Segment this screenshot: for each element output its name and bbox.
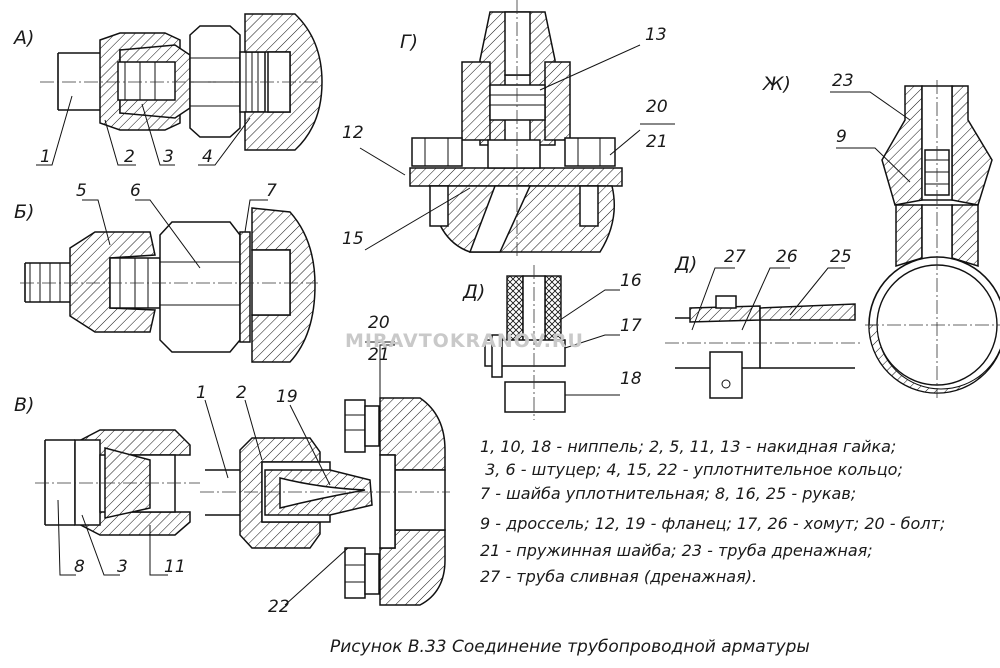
callout-g12: 12 bbox=[342, 123, 364, 143]
callout-v1: 1 bbox=[196, 383, 207, 403]
callout-b7: 7 bbox=[266, 181, 277, 201]
view-d-label: Д) bbox=[462, 281, 485, 303]
callout-v22: 22 bbox=[268, 597, 290, 617]
callout-d18: 18 bbox=[620, 369, 642, 389]
figure-caption: Рисунок В.33 Соединение трубопроводной а… bbox=[330, 637, 810, 657]
view-v-assembly: В) 8 3 11 1 bbox=[14, 313, 450, 617]
callout-g13: 13 bbox=[645, 25, 667, 45]
callout-v8: 8 bbox=[74, 557, 85, 577]
view-b-assembly: Б) 5 6 7 bbox=[14, 181, 318, 363]
callout-v2: 2 bbox=[236, 383, 247, 403]
callout-b6: 6 bbox=[130, 181, 141, 201]
callout-a3: 3 bbox=[163, 147, 174, 167]
legend-line-3: 7 - шайба уплотнительная; 8, 16, 25 - ру… bbox=[480, 484, 856, 503]
callout-g20: 20 bbox=[646, 97, 668, 117]
view-d-assembly: Д) 16 17 18 bbox=[462, 265, 642, 420]
view-a-label: А) bbox=[12, 27, 34, 49]
callout-z9: 9 bbox=[836, 127, 847, 147]
callout-e27: 27 bbox=[724, 247, 746, 267]
callout-g15: 15 bbox=[342, 229, 364, 249]
callout-g21: 21 bbox=[646, 132, 668, 152]
callout-v19: 19 bbox=[276, 387, 298, 407]
legend-line-5: 21 - пружинная шайба; 23 - труба дренажн… bbox=[480, 541, 873, 560]
callout-z23: 23 bbox=[832, 71, 854, 91]
callout-a4: 4 bbox=[202, 147, 213, 167]
legend-line-2: 3, 6 - штуцер; 4, 15, 22 - уплотнительно… bbox=[480, 460, 903, 479]
view-zh-label: Ж) bbox=[762, 73, 791, 95]
legend: 1, 10, 18 - ниппель; 2, 5, 11, 13 - наки… bbox=[480, 437, 945, 586]
legend-line-1: 1, 10, 18 - ниппель; 2, 5, 11, 13 - наки… bbox=[480, 437, 896, 456]
view-zh-assembly: Ж) 23 9 bbox=[762, 71, 1000, 398]
callout-a1: 1 bbox=[40, 147, 51, 167]
legend-line-6: 27 - труба сливная (дренажная). bbox=[480, 567, 757, 586]
callout-v3: 3 bbox=[117, 557, 128, 577]
callout-v11: 11 bbox=[164, 557, 186, 577]
view-a-assembly: А) 1 2 3 4 bbox=[12, 13, 323, 167]
callout-e25: 25 bbox=[830, 247, 852, 267]
callout-v20: 20 bbox=[368, 313, 390, 333]
callout-e26: 26 bbox=[776, 247, 798, 267]
callout-b5: 5 bbox=[76, 181, 87, 201]
view-g-assembly: Г) 13 20 21 12 15 bbox=[342, 0, 675, 258]
callout-a2: 2 bbox=[124, 147, 135, 167]
view-v-label: В) bbox=[14, 394, 34, 416]
view-d2-assembly: Д) 27 26 25 bbox=[665, 247, 860, 399]
watermark: MIRAVTOKRANOV.RU bbox=[345, 330, 584, 352]
legend-line-4: 9 - дроссель; 12, 19 - фланец; 17, 26 - … bbox=[480, 514, 945, 533]
view-d2-label: Д) bbox=[674, 253, 697, 275]
callout-d16: 16 bbox=[620, 271, 642, 291]
view-g-label: Г) bbox=[400, 31, 418, 53]
callout-v21: 21 bbox=[368, 345, 390, 365]
view-b-label: Б) bbox=[14, 201, 34, 223]
callout-d17: 17 bbox=[620, 316, 642, 336]
